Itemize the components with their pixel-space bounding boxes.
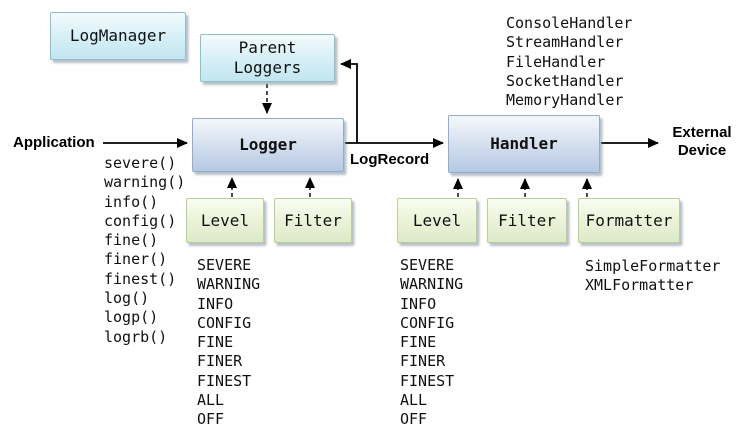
logger-methods-list: severe() warning() info() config() fine(… — [104, 154, 185, 347]
list-item: SimpleFormatter — [585, 257, 721, 275]
list-item: SEVERE — [400, 256, 455, 274]
logger-label: Logger — [239, 135, 297, 154]
parent-loggers-label: Parent Loggers — [233, 38, 302, 77]
log-record-label: LogRecord — [350, 151, 430, 168]
handler-level-box: Level — [397, 198, 477, 243]
logger-box: Logger — [192, 118, 344, 172]
list-item: INFO — [400, 294, 437, 313]
list-item: ALL — [197, 391, 225, 410]
list-item: severe() — [104, 154, 177, 172]
list-item: XMLFormatter — [585, 276, 694, 295]
list-item: ConsoleHandler — [506, 14, 633, 32]
list-item: log() — [104, 289, 150, 308]
list-item: logrb() — [104, 327, 168, 346]
handler-filter-box: Filter — [487, 198, 567, 243]
list-item: OFF — [197, 410, 225, 429]
logger-levels-list: SEVERE WARNING INFO CONFIG FINE FINER FI… — [197, 256, 260, 430]
formatter-types-list: SimpleFormatter XMLFormatter — [585, 257, 720, 296]
list-item: finest() — [104, 269, 177, 288]
list-item: info() — [104, 192, 159, 211]
list-item: WARNING — [197, 275, 261, 294]
list-item: logp() — [104, 308, 159, 327]
list-item: OFF — [400, 410, 428, 429]
logger-level-label: Level — [200, 210, 250, 230]
logger-filter-box: Filter — [274, 198, 352, 243]
external-device-label: External Device — [672, 124, 732, 159]
list-item: FINEST — [400, 371, 455, 390]
logger-level-box: Level — [186, 198, 264, 243]
application-label: Application — [13, 134, 95, 151]
list-item: CONFIG — [400, 313, 455, 332]
list-item: SEVERE — [197, 256, 252, 274]
handler-formatter-box: Formatter — [578, 198, 680, 243]
list-item: config() — [104, 211, 177, 230]
parent-loggers-box: Parent Loggers — [200, 34, 335, 82]
handler-filter-label: Filter — [498, 210, 556, 230]
handler-label: Handler — [490, 134, 558, 153]
list-item: fine() — [104, 231, 159, 250]
list-item: WARNING — [400, 275, 464, 294]
list-item: finer() — [104, 250, 168, 269]
list-item: FileHandler — [506, 52, 606, 71]
list-item: StreamHandler — [506, 33, 624, 52]
handler-formatter-label: Formatter — [585, 210, 673, 230]
list-item: MemoryHandler — [506, 91, 624, 110]
logger-filter-label: Filter — [284, 210, 342, 230]
list-item: CONFIG — [197, 313, 252, 332]
handler-level-label: Level — [412, 210, 462, 230]
handler-box: Handler — [448, 115, 600, 173]
list-item: ALL — [400, 391, 428, 410]
log-manager-box: LogManager — [50, 12, 186, 60]
list-item: FINE — [400, 333, 437, 352]
list-item: FINER — [197, 352, 243, 371]
handler-types-list: ConsoleHandler StreamHandler FileHandler… — [506, 14, 632, 110]
log-manager-label: LogManager — [69, 26, 167, 45]
list-item: SocketHandler — [506, 71, 624, 90]
list-item: warning() — [104, 173, 186, 192]
list-item: FINE — [197, 333, 234, 352]
list-item: INFO — [197, 294, 234, 313]
list-item: FINER — [400, 352, 446, 371]
list-item: FINEST — [197, 371, 252, 390]
handler-levels-list: SEVERE WARNING INFO CONFIG FINE FINER FI… — [400, 256, 463, 430]
